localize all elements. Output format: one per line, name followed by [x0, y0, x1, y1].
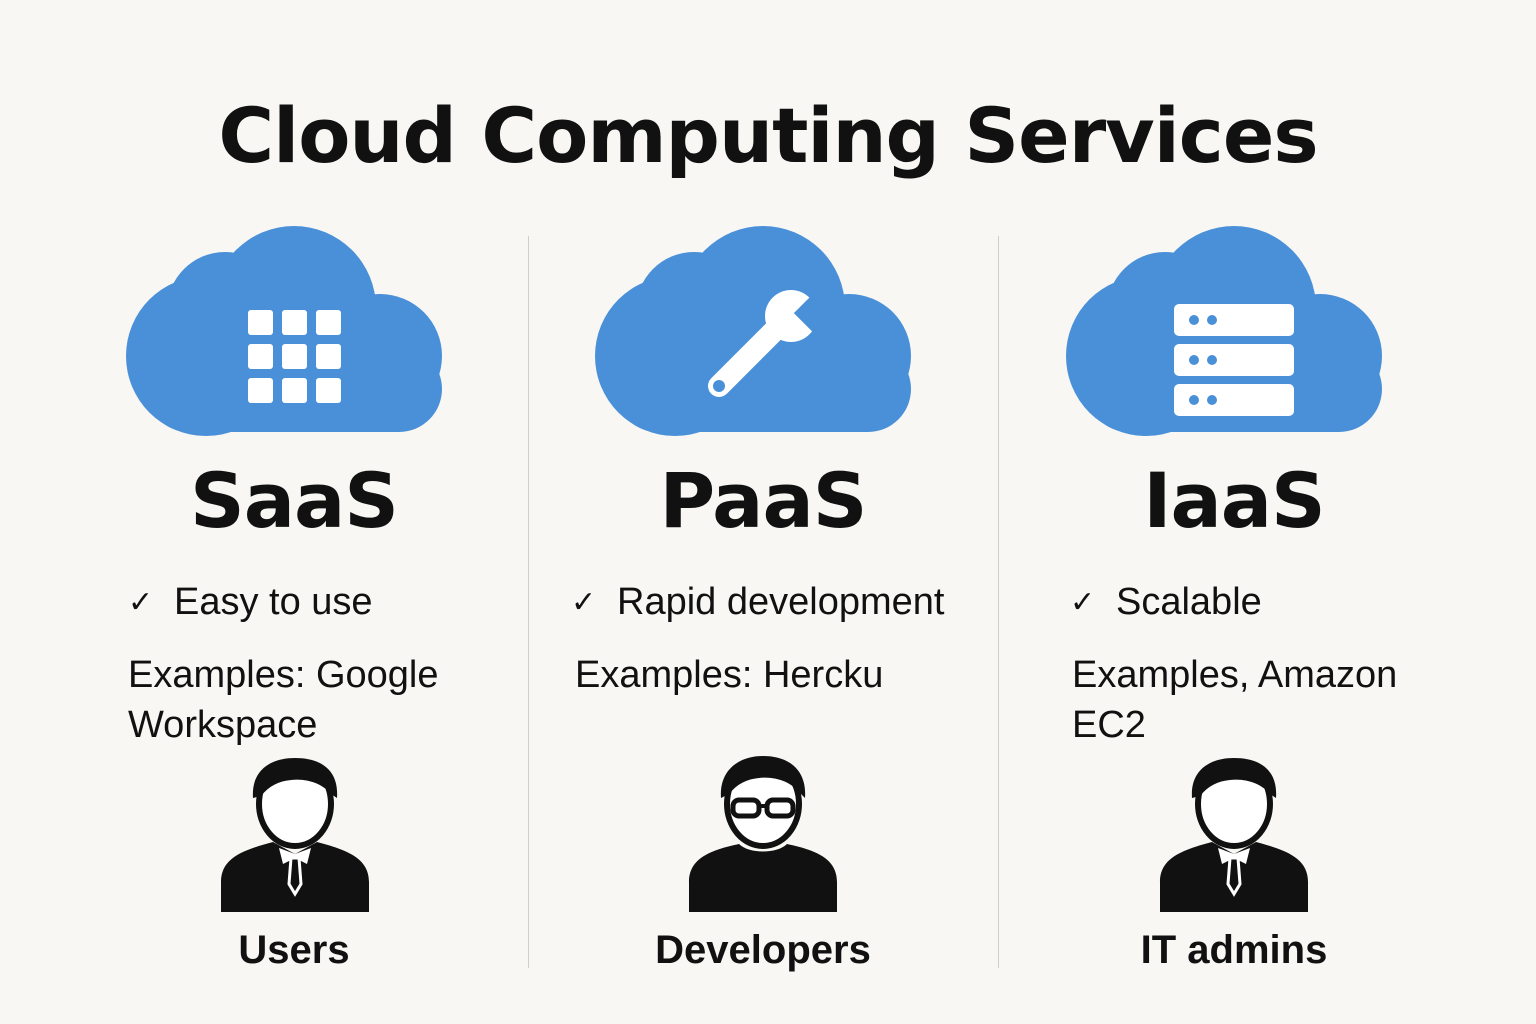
benefit: ✓ Rapid development	[571, 578, 944, 627]
check-icon: ✓	[1070, 586, 1096, 619]
service-name: IaaS	[1143, 456, 1326, 545]
column-divider	[998, 236, 999, 968]
iaas-cloud	[1000, 226, 1468, 436]
saas-column: SaaS ✓ Easy to use Examples: Google Works…	[60, 0, 528, 1024]
benefit: ✓ Scalable	[1070, 578, 1262, 627]
service-name: PaaS	[659, 456, 868, 545]
paas-column: PaaS ✓ Rapid development Examples: Hercku…	[529, 0, 997, 1024]
check-icon: ✓	[128, 586, 154, 619]
column-divider	[528, 236, 529, 968]
examples-text: Examples: Hercku	[575, 654, 884, 696]
developer-with-glasses-icon	[683, 754, 843, 914]
saas-cloud	[60, 226, 528, 436]
businessman-icon	[1154, 754, 1314, 914]
examples-text: Examples: Google Workspace	[128, 654, 439, 746]
examples-text: Examples, Amazon EC2	[1072, 654, 1398, 746]
page-title: Cloud Computing Services	[218, 91, 1318, 180]
server-rack-icon	[1174, 304, 1294, 416]
service-name: SaaS	[189, 456, 399, 545]
audience-label: IT admins	[1140, 928, 1328, 972]
iaas-column: IaaS ✓ Scalable Examples, Amazon EC2 IT a…	[1000, 0, 1468, 1024]
cloud-icon	[595, 226, 911, 436]
audience-label: Users	[238, 928, 350, 972]
benefit-label: Scalable	[1116, 581, 1262, 623]
audience-label: Developers	[655, 928, 871, 972]
app-grid-icon	[248, 310, 341, 403]
benefit: ✓ Easy to use	[128, 578, 373, 627]
benefit-label: Rapid development	[617, 581, 945, 623]
benefit-label: Easy to use	[174, 581, 373, 623]
wrench-icon	[708, 290, 833, 397]
paas-cloud	[529, 226, 997, 436]
check-icon: ✓	[571, 586, 597, 619]
businessman-icon	[215, 754, 375, 914]
